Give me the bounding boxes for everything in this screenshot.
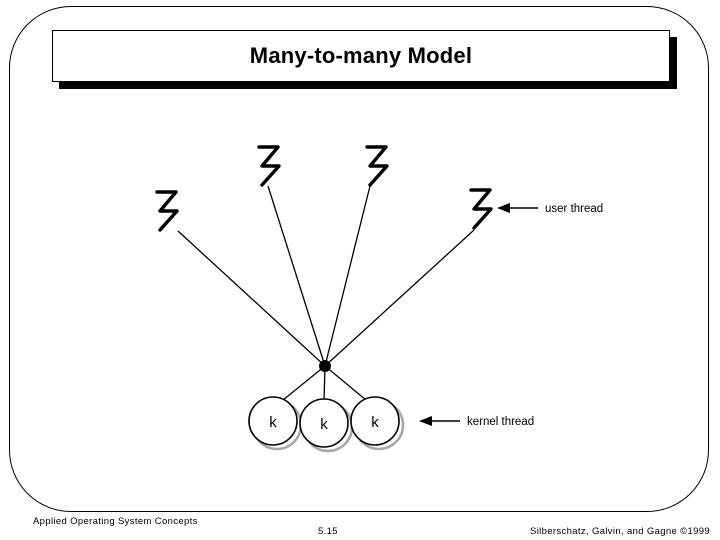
footer-page-number: 5.15: [318, 526, 338, 537]
user-thread-glyph-4: [469, 188, 493, 230]
kernel-thread-arrow-head-icon: [419, 416, 432, 426]
kernel-thread-1-label: k: [269, 414, 277, 431]
user-thread-arrow-head-icon: [497, 203, 510, 213]
kernel-thread-3-label: k: [371, 414, 379, 431]
user-thread-callout: user thread: [497, 203, 603, 215]
footer-book-title: Applied Operating System Concepts: [33, 516, 198, 527]
user-thread-glyph-3: [365, 145, 389, 187]
user-thread-glyph-1: [155, 190, 179, 232]
connector-hub-to-user-thread-1: [177, 230, 326, 367]
kernel-thread-label: kernel thread: [467, 416, 534, 428]
slide-border-frame: [9, 6, 709, 512]
kernel-thread-connectors: [282, 365, 367, 403]
kernel-thread-callout: kernel thread: [419, 416, 534, 428]
hub-node: [319, 360, 331, 372]
kernel-thread-2-circle: [299, 398, 349, 448]
connector-hub-to-user-thread-3: [324, 185, 371, 367]
title-box: Many-to-many Model: [52, 30, 670, 82]
user-thread-glyphs: [155, 145, 493, 232]
connector-hub-to-user-thread-2: [267, 185, 326, 367]
kernel-thread-1: k: [248, 396, 303, 451]
kernel-thread-1-circle: [248, 396, 298, 446]
kernel-thread-nodes: k k k: [248, 396, 405, 453]
kernel-thread-2-label: k: [320, 416, 328, 433]
footer-copyright: Silberschatz, Galvin, and Gagne ©1999: [530, 526, 710, 537]
slide-footer: Applied Operating System Concepts 5.15 S…: [0, 513, 720, 540]
connector-hub-to-user-thread-4: [324, 229, 475, 367]
user-thread-label: user thread: [545, 203, 603, 215]
kernel-thread-2: k: [299, 398, 354, 453]
connector-hub-to-kernel-thread-3: [324, 365, 367, 401]
connector-hub-to-kernel-thread-2: [323, 365, 326, 403]
kernel-thread-3: k: [350, 396, 405, 451]
page-title: Many-to-many Model: [249, 43, 473, 68]
user-thread-connectors: [177, 185, 475, 367]
connector-hub-to-kernel-thread-1: [282, 365, 326, 401]
kernel-thread-3-circle: [350, 396, 400, 446]
user-thread-glyph-2: [257, 145, 281, 187]
